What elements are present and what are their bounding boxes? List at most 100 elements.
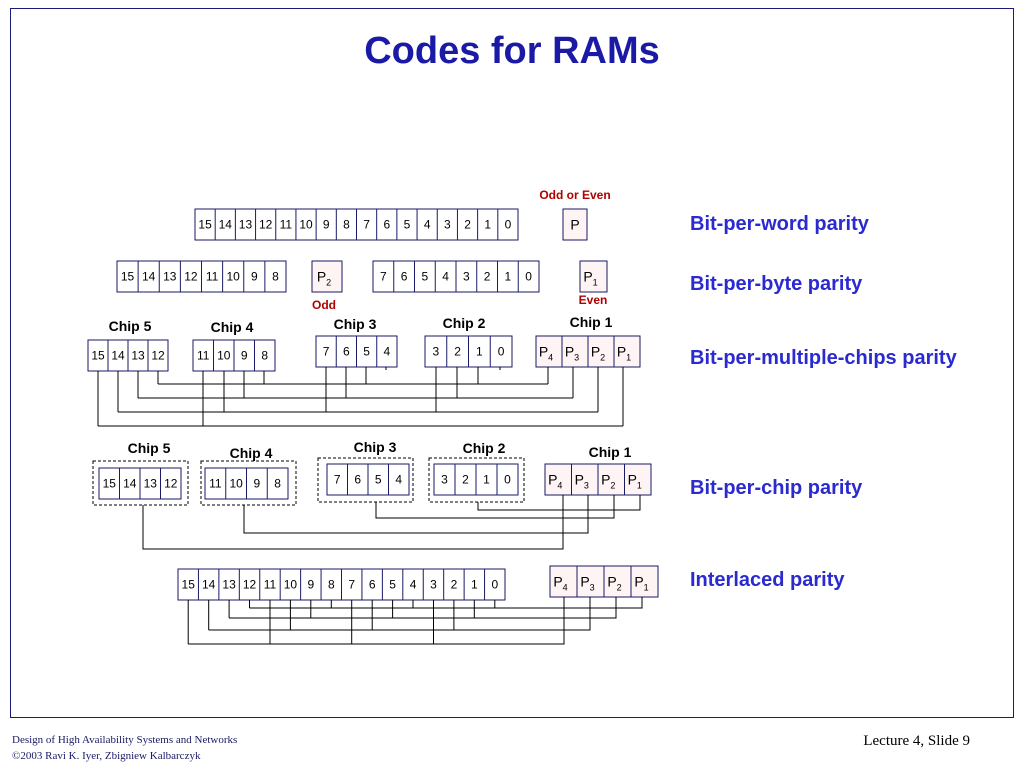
bit-cell: 9 — [251, 270, 258, 284]
chip1-label-b: Chip 1 — [589, 444, 632, 460]
bit-cell: 10 — [299, 218, 313, 232]
word-parity — [562, 208, 588, 241]
label-bit-per-word: Bit-per-word parity — [690, 213, 869, 235]
bit-cell: 2 — [462, 473, 469, 487]
bit-cell: 6 — [383, 218, 390, 232]
bit-cell: 5 — [389, 578, 396, 592]
slide-title: Codes for RAMs — [364, 30, 660, 72]
bit-cell: 8 — [328, 578, 335, 592]
chip2-label-b: Chip 2 — [463, 440, 506, 456]
bit-cell: 0 — [505, 218, 512, 232]
bit-cell: 0 — [498, 345, 505, 359]
bit-cell: 5 — [363, 345, 370, 359]
bit-cell: 1 — [476, 345, 483, 359]
chip2-to-p1 — [477, 495, 641, 511]
bit-cell: 5 — [404, 218, 411, 232]
bit-cell: 4 — [410, 578, 417, 592]
bit-cell: 13 — [131, 349, 145, 363]
parity-cell: P — [570, 217, 579, 233]
chip4-outline — [200, 460, 297, 506]
bit-cell: 9 — [323, 218, 330, 232]
bit-cell: 14 — [219, 218, 233, 232]
bit-cell: 0 — [491, 578, 498, 592]
bit-cell: 8 — [261, 349, 268, 363]
interlaced-bus — [208, 597, 591, 631]
bit-cell: 6 — [369, 578, 376, 592]
bit-cell: 4 — [384, 345, 391, 359]
bit-cell: 15 — [103, 477, 117, 491]
bit-cell: 13 — [144, 477, 158, 491]
bit-cell: 11 — [264, 578, 277, 592]
interlaced-bus — [188, 597, 565, 645]
chip4-label-b: Chip 4 — [230, 445, 273, 461]
bit-cell: 5 — [375, 473, 382, 487]
bit-cell: 6 — [354, 473, 361, 487]
bit-cell: 4 — [424, 218, 431, 232]
chip3-to-p2 — [375, 495, 615, 519]
bit-cell: 1 — [484, 218, 491, 232]
chip5-outline — [92, 460, 189, 506]
chip3-outline — [317, 457, 414, 503]
bit-cell: 14 — [111, 349, 125, 363]
chip1-label-a: Chip 1 — [570, 314, 613, 330]
chip3-label-b: Chip 3 — [354, 439, 397, 455]
label-interlaced: Interlaced parity — [690, 569, 845, 591]
bit-cell: 12 — [164, 477, 178, 491]
bit-cell: 7 — [348, 578, 355, 592]
interlaced-bus — [249, 597, 643, 609]
bit-cell: 13 — [163, 270, 177, 284]
bit-cell: 3 — [463, 270, 470, 284]
label-bit-per-chip: Bit-per-chip parity — [690, 477, 863, 499]
bit-cell: 3 — [444, 218, 451, 232]
bit-cell: 3 — [433, 345, 440, 359]
bit-cell: 6 — [343, 345, 350, 359]
bit-cell: 14 — [123, 477, 137, 491]
bit-cell: 10 — [284, 578, 298, 592]
bit-cell: 2 — [464, 218, 471, 232]
chip3-label-a: Chip 3 — [334, 316, 377, 332]
bit-cell: 12 — [184, 270, 198, 284]
label-bit-per-byte: Bit-per-byte parity — [690, 273, 863, 295]
bit-cell: 1 — [483, 473, 490, 487]
bit-cell: 14 — [142, 270, 156, 284]
bit-cell: 7 — [363, 218, 370, 232]
bit-cell: 6 — [401, 270, 408, 284]
label-bit-per-multiple-chips: Bit-per-multiple-chips parity — [690, 347, 957, 369]
bit-cell: 15 — [182, 578, 196, 592]
bit-cell: 0 — [525, 270, 532, 284]
bit-cell: 11 — [197, 349, 210, 363]
bit-cell: 15 — [198, 218, 212, 232]
bit-cell: 8 — [274, 477, 281, 491]
bit-cell: 12 — [151, 349, 165, 363]
chip4-to-p3 — [243, 495, 589, 534]
footer-credits: Design of High Availability Systems and … — [12, 732, 237, 764]
bit-cell: 8 — [343, 218, 350, 232]
bit-cell: 7 — [323, 345, 330, 359]
bit-cell: 0 — [504, 473, 511, 487]
bit-cell: 4 — [442, 270, 449, 284]
bit-cell: 3 — [430, 578, 437, 592]
bit-cell: 10 — [227, 270, 241, 284]
bit-cell: 10 — [229, 477, 243, 491]
high-byte-parity — [311, 260, 343, 293]
bit-cell: 9 — [308, 578, 315, 592]
footer-course: Design of High Availability Systems and … — [12, 734, 238, 746]
bit-cell: 11 — [280, 218, 293, 232]
bit-cell: 15 — [91, 349, 105, 363]
odd-or-even-note: Odd or Even — [539, 188, 610, 202]
slide-frame — [10, 8, 1014, 718]
bit-cell: 9 — [254, 477, 261, 491]
odd-note: Odd — [312, 298, 336, 312]
bit-cell: 8 — [272, 270, 279, 284]
chip5-to-p4 — [142, 495, 564, 550]
interlaced-bus — [229, 597, 617, 619]
bit-cell: 11 — [209, 477, 222, 491]
bit-cell: 1 — [471, 578, 478, 592]
bit-cell: 13 — [239, 218, 253, 232]
bit-cell: 3 — [441, 473, 448, 487]
bit-cell: 2 — [454, 345, 461, 359]
bit-cell: 4 — [395, 473, 402, 487]
chip2-outline — [428, 457, 525, 503]
bit-cell: 1 — [505, 270, 512, 284]
